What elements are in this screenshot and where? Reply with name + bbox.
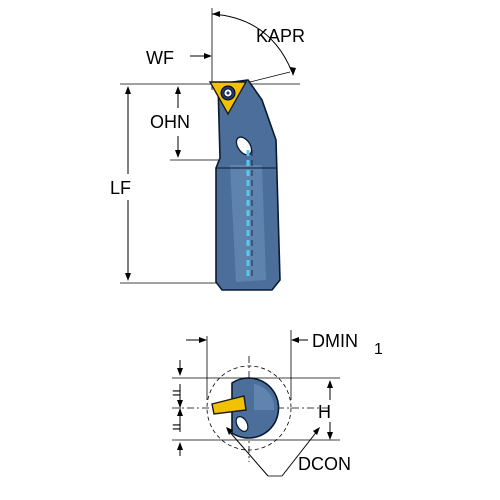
dcon-dimension: DCON: [226, 427, 351, 477]
dcon-label: DCON: [298, 454, 351, 474]
wf-label: WF: [146, 48, 174, 68]
h-dimension: H: [318, 380, 333, 440]
dmin-subscript: 1: [374, 341, 383, 358]
equal-bottom-label: =: [172, 419, 181, 436]
ohn-dimension: OHN: [150, 86, 190, 158]
shank-cross-section: [231, 377, 280, 439]
lf-label: LF: [110, 178, 131, 198]
wf-dimension: WF: [146, 48, 212, 68]
lf-dimension: LF: [110, 86, 131, 281]
kapr-label: KAPR: [256, 26, 305, 46]
equal-dimension: = =: [172, 360, 183, 456]
ohn-label: OHN: [150, 112, 190, 132]
dmin-circle: [206, 365, 292, 451]
end-view: DMIN 1 = = H: [172, 330, 383, 477]
insert-end-view: [211, 395, 247, 415]
h-label: H: [318, 402, 331, 422]
equal-top-label: =: [172, 385, 181, 402]
dmin-label: DMIN: [312, 331, 358, 351]
side-view: WF KAPR OHN LF: [110, 8, 305, 291]
kapr-dimension: KAPR: [211, 11, 305, 83]
triangular-insert: [208, 81, 248, 116]
dmin-dimension: DMIN 1: [186, 330, 383, 400]
